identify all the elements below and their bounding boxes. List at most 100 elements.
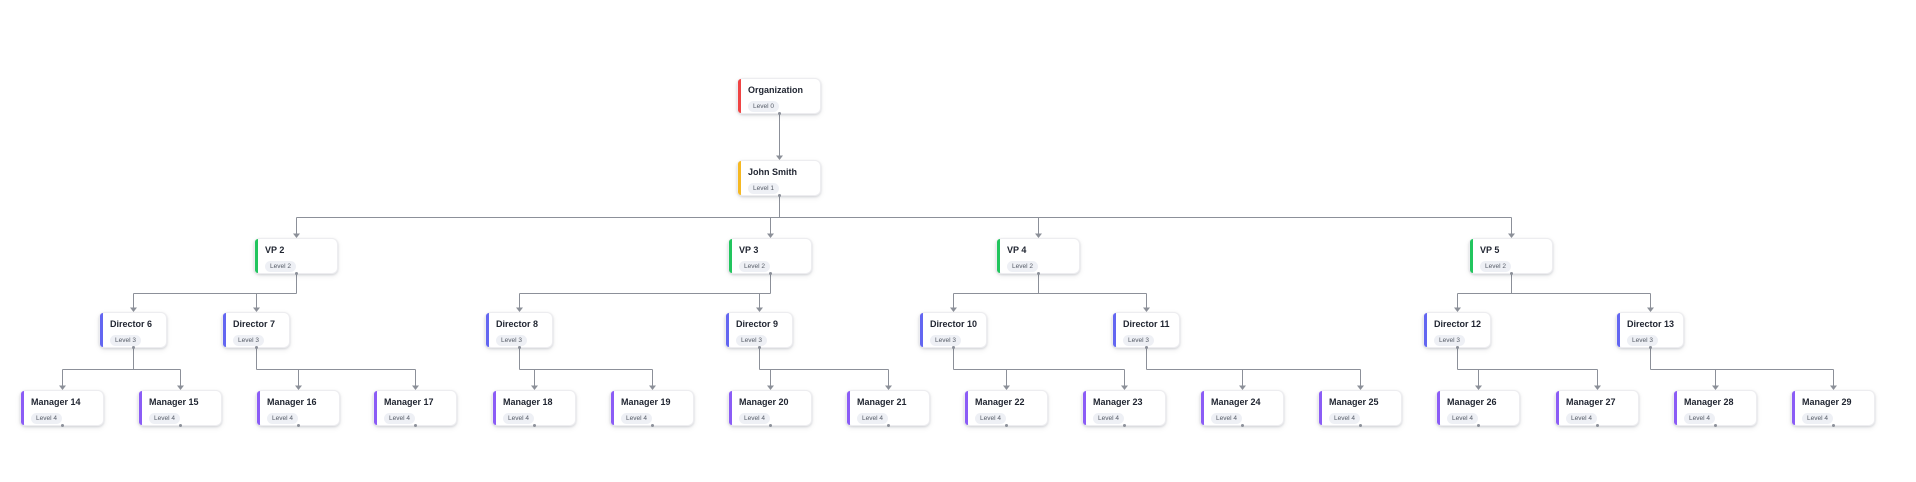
level-badge: Level 3	[1434, 335, 1465, 346]
bottom-port-dot	[1036, 272, 1040, 275]
node-title: VP 5	[1480, 245, 1500, 255]
node-title: John Smith	[748, 167, 797, 177]
node-title: VP 2	[265, 245, 285, 255]
org-node[interactable]: Manager 14 Level 4	[20, 390, 104, 427]
org-node[interactable]: Manager 26 Level 4	[1436, 390, 1520, 427]
org-node[interactable]: Manager 28 Level 4	[1673, 390, 1757, 427]
node-title: Director 13	[1627, 319, 1675, 329]
org-node[interactable]: Director 10 Level 3	[919, 312, 987, 349]
bottom-port-dot	[296, 424, 300, 427]
node-title: Director 11	[1123, 319, 1170, 329]
level-accent-bar	[1617, 313, 1620, 347]
org-node[interactable]: Manager 17 Level 4	[373, 390, 457, 427]
bottom-port-dot	[1476, 424, 1480, 427]
node-title: Manager 16	[267, 397, 317, 407]
node-title: Director 12	[1434, 319, 1482, 329]
level-badge: Level 2	[739, 261, 770, 272]
bottom-port-dot	[1122, 424, 1126, 427]
level-accent-bar	[738, 79, 741, 113]
level-accent-bar	[1083, 391, 1086, 425]
org-node[interactable]: Director 9 Level 3	[725, 312, 793, 349]
level-badge: Level 4	[1211, 413, 1242, 424]
level-accent-bar	[1674, 391, 1677, 425]
node-title: Organization	[748, 85, 804, 95]
level-badge: Level 4	[1093, 413, 1124, 424]
org-node[interactable]: Director 8 Level 3	[485, 312, 553, 349]
level-badge: Level 4	[149, 413, 180, 424]
bottom-port-dot	[413, 424, 417, 427]
node-title: Manager 18	[503, 397, 553, 407]
bottom-port-dot	[951, 346, 955, 349]
bottom-port-dot	[1358, 424, 1362, 427]
level-badge: Level 3	[736, 335, 767, 346]
org-node[interactable]: Director 6 Level 3	[99, 312, 167, 349]
node-title: VP 4	[1007, 245, 1027, 255]
node-title: Manager 26	[1447, 397, 1497, 407]
org-node[interactable]: VP 2 Level 2	[254, 238, 338, 275]
level-accent-bar	[1424, 313, 1427, 347]
org-node[interactable]: Manager 18 Level 4	[492, 390, 576, 427]
node-title: Manager 15	[149, 397, 199, 407]
node-title: Manager 21	[857, 397, 907, 407]
org-node[interactable]: Manager 25 Level 4	[1318, 390, 1402, 427]
org-node[interactable]: Director 12 Level 3	[1423, 312, 1491, 349]
bottom-port-dot	[254, 346, 258, 349]
bottom-port-dot	[1455, 346, 1459, 349]
node-title: Manager 17	[384, 397, 434, 407]
bottom-port-dot	[517, 346, 521, 349]
bottom-port-dot	[532, 424, 536, 427]
level-badge: Level 4	[1566, 413, 1597, 424]
level-accent-bar	[1470, 239, 1473, 273]
level-accent-bar	[100, 313, 103, 347]
org-node[interactable]: Director 11 Level 3	[1112, 312, 1180, 349]
org-node[interactable]: Manager 19 Level 4	[610, 390, 694, 427]
node-title: Director 8	[496, 319, 539, 329]
bottom-port-dot	[757, 346, 761, 349]
org-node[interactable]: VP 5 Level 2	[1469, 238, 1553, 275]
org-node[interactable]: VP 3 Level 2	[728, 238, 812, 275]
org-node[interactable]: Manager 16 Level 4	[256, 390, 340, 427]
org-node[interactable]: Manager 27 Level 4	[1555, 390, 1639, 427]
org-node[interactable]: Manager 29 Level 4	[1791, 390, 1875, 427]
bottom-port-dot	[650, 424, 654, 427]
node-title: Manager 14	[31, 397, 81, 407]
level-badge: Level 2	[1007, 261, 1038, 272]
level-badge: Level 3	[1123, 335, 1154, 346]
level-badge: Level 0	[748, 101, 779, 112]
org-node[interactable]: Manager 24 Level 4	[1200, 390, 1284, 427]
org-node[interactable]: VP 4 Level 2	[996, 238, 1080, 275]
level-badge: Level 4	[857, 413, 888, 424]
level-badge: Level 4	[1684, 413, 1715, 424]
bottom-port-dot	[178, 424, 182, 427]
bottom-port-dot	[1240, 424, 1244, 427]
bottom-port-dot	[886, 424, 890, 427]
bottom-port-dot	[768, 272, 772, 275]
org-node[interactable]: Manager 21 Level 4	[846, 390, 930, 427]
level-badge: Level 4	[621, 413, 652, 424]
level-accent-bar	[486, 313, 489, 347]
org-node[interactable]: Manager 22 Level 4	[964, 390, 1048, 427]
level-badge: Level 4	[975, 413, 1006, 424]
level-accent-bar	[1792, 391, 1795, 425]
level-badge: Level 4	[739, 413, 770, 424]
org-node[interactable]: Organization Level 0	[737, 78, 821, 115]
level-accent-bar	[847, 391, 850, 425]
level-badge: Level 3	[233, 335, 264, 346]
level-badge: Level 4	[267, 413, 298, 424]
level-badge: Level 4	[384, 413, 415, 424]
level-accent-bar	[611, 391, 614, 425]
level-badge: Level 2	[265, 261, 296, 272]
org-node[interactable]: Director 13 Level 3	[1616, 312, 1684, 349]
org-node[interactable]: Director 7 Level 3	[222, 312, 290, 349]
org-node[interactable]: Manager 15 Level 4	[138, 390, 222, 427]
level-badge: Level 1	[748, 183, 779, 194]
org-node[interactable]: Manager 23 Level 4	[1082, 390, 1166, 427]
org-node[interactable]: Manager 20 Level 4	[728, 390, 812, 427]
level-accent-bar	[1113, 313, 1116, 347]
node-title: Manager 25	[1329, 397, 1379, 407]
level-badge: Level 4	[1802, 413, 1833, 424]
node-title: Manager 20	[739, 397, 789, 407]
org-node[interactable]: John Smith Level 1	[737, 160, 821, 197]
level-accent-bar	[726, 313, 729, 347]
